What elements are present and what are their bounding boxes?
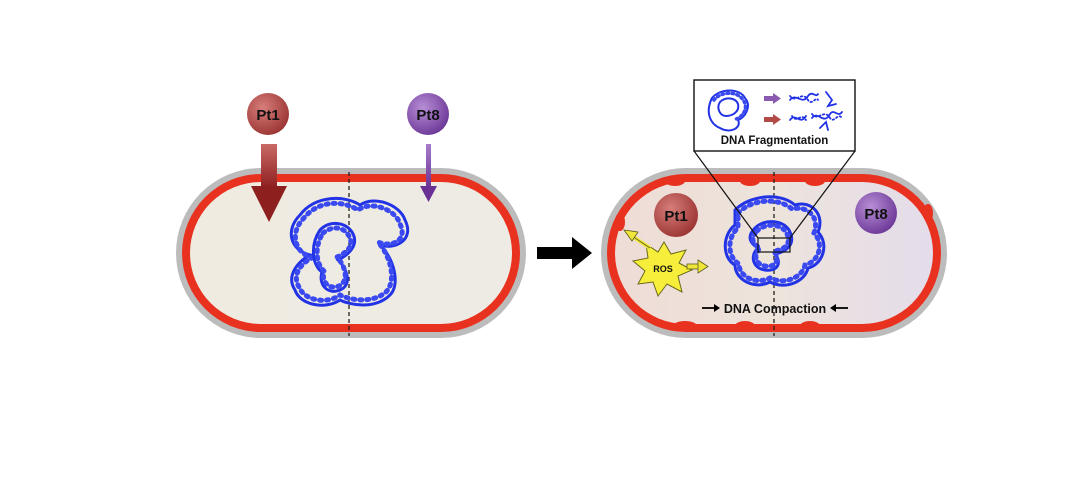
inset-title: DNA Fragmentation: [721, 135, 829, 147]
right-dna-nucleoid: [723, 195, 826, 287]
left-pt8-sphere: [407, 93, 449, 135]
fragmentation-inset: DNA Fragmentation: [693, 79, 856, 239]
left-pt1-group: Pt1: [247, 93, 289, 222]
inset-dna-fragments: [789, 91, 843, 131]
right-arrow-icon: [537, 237, 592, 269]
inset-arrow-purple: [764, 93, 781, 104]
left-pt1-sphere: [247, 93, 289, 135]
left-dna-nucleoid: [289, 196, 409, 307]
left-pt8-group: Pt8: [407, 93, 449, 202]
right-cell: Pt1 Pt8 ROS DNA Compaction: [601, 168, 947, 338]
inset-dna-coil: [707, 89, 749, 132]
ros-label: ROS: [653, 264, 673, 274]
starburst-icon: ROS: [631, 241, 694, 298]
inset-connector-right: [789, 150, 856, 239]
ros-arrow-up-left: [623, 229, 652, 250]
fragmentation-focus-box: [757, 237, 791, 253]
membrane-blebs: [615, 176, 933, 331]
dna-compaction-label: DNA Compaction: [724, 302, 826, 316]
inset-arrow-red: [764, 114, 781, 125]
inset-connector-left: [693, 150, 759, 239]
right-pt1-label: Pt1: [664, 208, 687, 225]
pt8-entry-arrow: [420, 144, 437, 202]
right-pt8-sphere: [855, 192, 897, 234]
dna-compaction-annotation: DNA Compaction: [702, 302, 848, 316]
left-cell: [176, 168, 526, 338]
left-pt8-label: Pt8: [416, 107, 439, 124]
pt1-entry-arrow: [251, 144, 287, 222]
right-pt8-label: Pt8: [864, 206, 887, 223]
right-pt1-sphere: [654, 193, 698, 237]
left-pt1-label: Pt1: [256, 107, 279, 124]
ros-arrow-right: [686, 259, 709, 274]
